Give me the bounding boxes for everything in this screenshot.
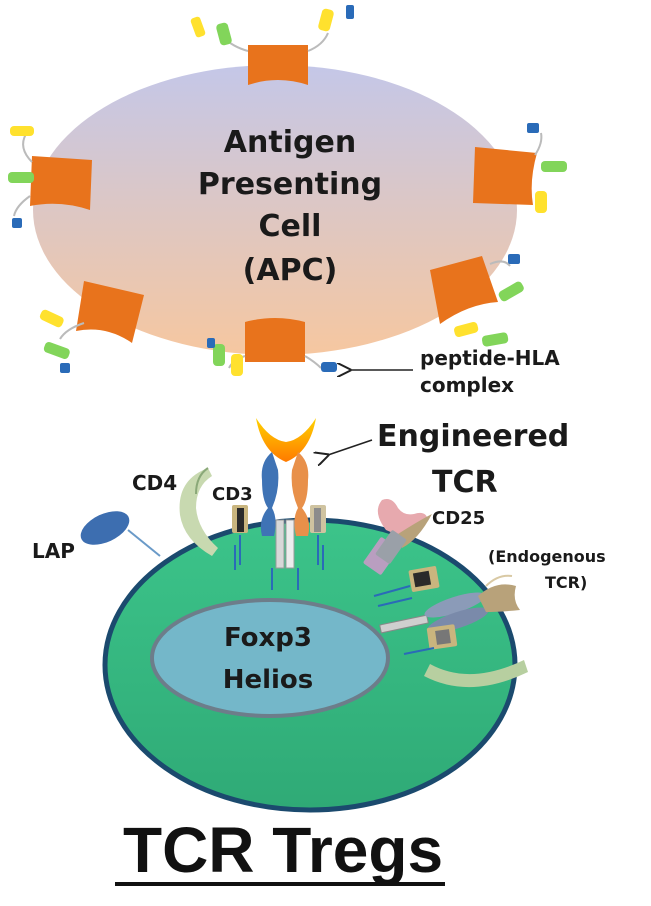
- hla-complex-bottom: [207, 318, 337, 376]
- apc-label-line2: Presenting: [198, 167, 382, 202]
- page-title: TCR Tregs: [123, 814, 443, 886]
- apc-label-line4: (APC): [243, 253, 338, 288]
- hla-complex-right: [473, 123, 567, 213]
- nucleus-label-line2: Helios: [223, 665, 314, 695]
- phla-label-line2: complex: [420, 373, 514, 397]
- endogenous-tcr: [373, 566, 528, 688]
- cd3-molecule-right: [310, 505, 326, 570]
- engineered-tcr-label-line1: Engineered: [377, 419, 569, 454]
- cd3-label: CD3: [212, 484, 253, 505]
- endogenous-tcr-label-line1: (Endogenous: [488, 547, 606, 566]
- apc-label-line1: Antigen: [224, 125, 356, 160]
- cd25-molecule: [363, 499, 432, 575]
- nucleus-label-line1: Foxp3: [224, 623, 312, 653]
- endogenous-tcr-label-line2: TCR): [545, 573, 587, 592]
- lap-molecule: [80, 511, 162, 559]
- cd4-label: CD4: [132, 471, 177, 495]
- cd25-label: CD25: [432, 508, 485, 529]
- hla-complex-left: [39, 281, 144, 373]
- engineered-tcr-arrow: [328, 439, 373, 455]
- engineered-tcr: [256, 418, 316, 590]
- nucleus: [150, 598, 390, 718]
- engineered-tcr-label-line2: TCR: [432, 465, 498, 500]
- apc-label-line3: Cell: [259, 209, 322, 244]
- hla-complex-top: [190, 5, 354, 85]
- cd4-molecule: [179, 467, 218, 556]
- cd3-molecule-left: [232, 505, 248, 570]
- phla-label-line1: peptide-HLA: [420, 346, 560, 370]
- hla-complex-lower-right: [430, 254, 524, 347]
- lap-label: LAP: [32, 539, 75, 563]
- hla-complex-upper-left: [8, 126, 92, 228]
- apc-cell: [33, 65, 517, 355]
